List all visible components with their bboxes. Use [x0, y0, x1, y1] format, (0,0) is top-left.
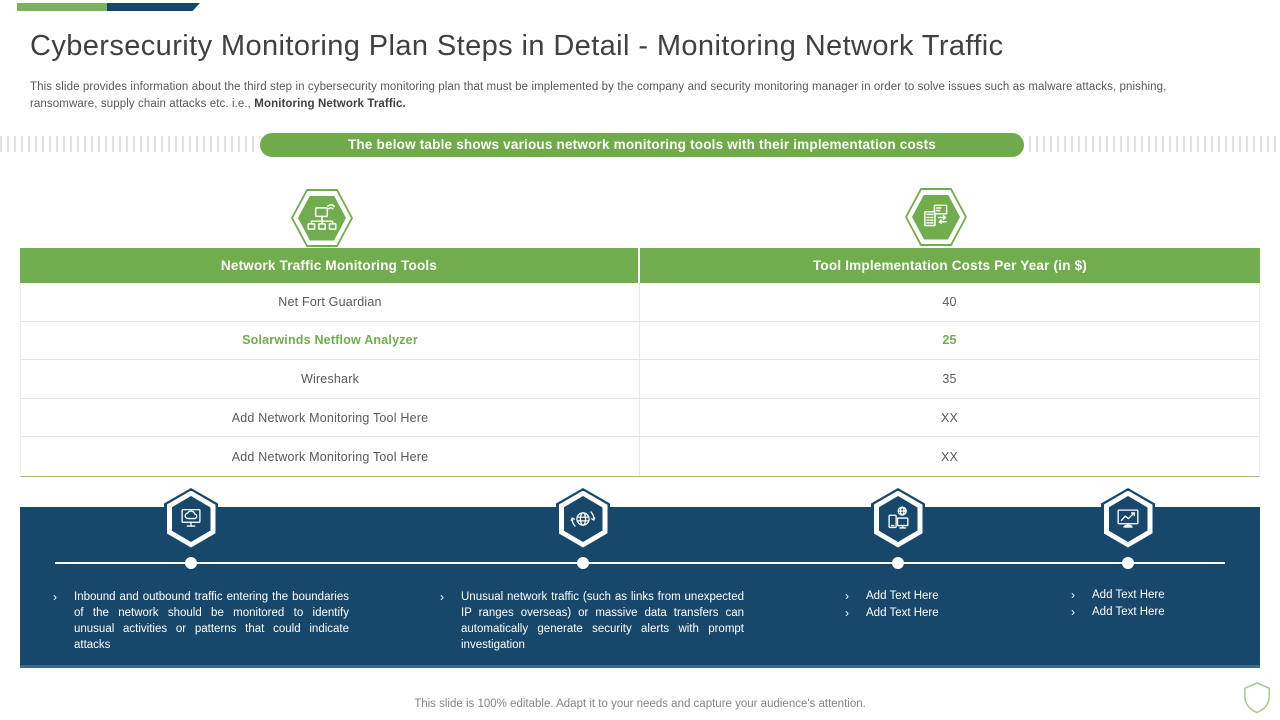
footer-note: This slide is 100% editable. Adapt it to… [414, 698, 866, 710]
bullet: › Unusual network traffic (such as links… [440, 589, 744, 653]
tool-name-cell: Solarwinds Netflow Analyzer [21, 321, 640, 360]
timeline-band [20, 507, 1260, 668]
timeline-dot [185, 557, 197, 569]
band-item-2: › Unusual network traffic (such as links… [440, 589, 744, 654]
band-hexagon-2 [556, 488, 610, 550]
chevron-bullet-icon: › [53, 590, 57, 604]
bullet-text: Add Text Here [866, 607, 939, 619]
shield-icon [1242, 681, 1272, 720]
band-item-4: › Add Text Here › Add Text Here [1071, 587, 1241, 621]
band-item-1: › Inbound and outbound traffic entering … [53, 589, 349, 654]
tool-name-cell: Wireshark [21, 360, 640, 398]
timeline-dot [892, 557, 904, 569]
tool-cost-cell: XX [940, 449, 959, 464]
banner-pill: The below table shows various network mo… [258, 131, 1026, 159]
chevron-bullet-icon: › [1071, 588, 1075, 602]
band-hexagon-1 [164, 488, 218, 550]
tool-cost-cell: 25 [942, 333, 957, 348]
band-hexagon-3 [871, 488, 925, 550]
table-row: Wireshark 35 [21, 360, 1259, 399]
bullet-text: Add Text Here [1092, 606, 1165, 618]
monitoring-tools-table: Network Traffic Monitoring Tools Tool Im… [20, 248, 1260, 477]
top-accent-bar-blue [107, 3, 200, 11]
table-right-hexagon [905, 188, 967, 246]
table-header-costs: Tool Implementation Costs Per Year (in $… [640, 248, 1260, 283]
tool-name-cell: Add Network Monitoring Tool Here [21, 398, 640, 437]
table-row: Add Network Monitoring Tool Here XX [21, 398, 1259, 438]
timeline-dot [577, 557, 589, 569]
bullet: › Add Text Here [1071, 587, 1241, 603]
page-title: Cybersecurity Monitoring Plan Steps in D… [30, 30, 1004, 62]
tool-cost-cell: XX [940, 410, 959, 425]
bullet: › Inbound and outbound traffic entering … [53, 589, 349, 653]
top-accent-bar-green [17, 3, 107, 11]
cost-documents-icon [912, 194, 960, 240]
table-left-hexagon [291, 189, 353, 247]
bullet-text: Unusual network traffic (such as links f… [461, 591, 744, 651]
bullet-text: Add Text Here [1092, 589, 1165, 601]
band-item-3: › Add Text Here › Add Text Here [845, 588, 1015, 622]
description-bold-text: Monitoring Network Traffic. [254, 97, 406, 110]
chevron-bullet-icon: › [440, 590, 444, 604]
chevron-bullet-icon: › [1071, 605, 1075, 619]
chevron-bullet-icon: › [845, 589, 849, 603]
band-hexagon-4 [1101, 488, 1155, 550]
bullet-text: Inbound and outbound traffic entering th… [74, 591, 349, 651]
chevron-bullet-icon: › [845, 606, 849, 620]
timeline-line [55, 562, 1225, 564]
table-row: Net Fort Guardian 40 [21, 283, 1259, 322]
table-row: Add Network Monitoring Tool Here XX [21, 437, 1259, 476]
table-body: Net Fort Guardian 40 Solarwinds Netflow … [20, 283, 1260, 477]
description-text: This slide provides information about th… [30, 81, 1167, 110]
tool-cost-cell: 40 [942, 294, 957, 309]
slide-description: This slide provides information about th… [30, 79, 1200, 112]
table-row-highlighted: Solarwinds Netflow Analyzer 25 [21, 321, 1259, 361]
tool-name-cell: Add Network Monitoring Tool Here [21, 437, 640, 476]
network-nodes-icon [298, 195, 346, 241]
bullet: › Add Text Here [1071, 604, 1241, 620]
bullet-text: Add Text Here [866, 590, 939, 602]
bullet: › Add Text Here [845, 605, 1015, 621]
table-header-row: Network Traffic Monitoring Tools Tool Im… [20, 248, 1260, 283]
tool-name-cell: Net Fort Guardian [21, 283, 640, 321]
tool-cost-cell: 35 [942, 371, 957, 386]
table-header-tools: Network Traffic Monitoring Tools [20, 248, 640, 283]
timeline-dot [1122, 557, 1134, 569]
bullet: › Add Text Here [845, 588, 1015, 604]
